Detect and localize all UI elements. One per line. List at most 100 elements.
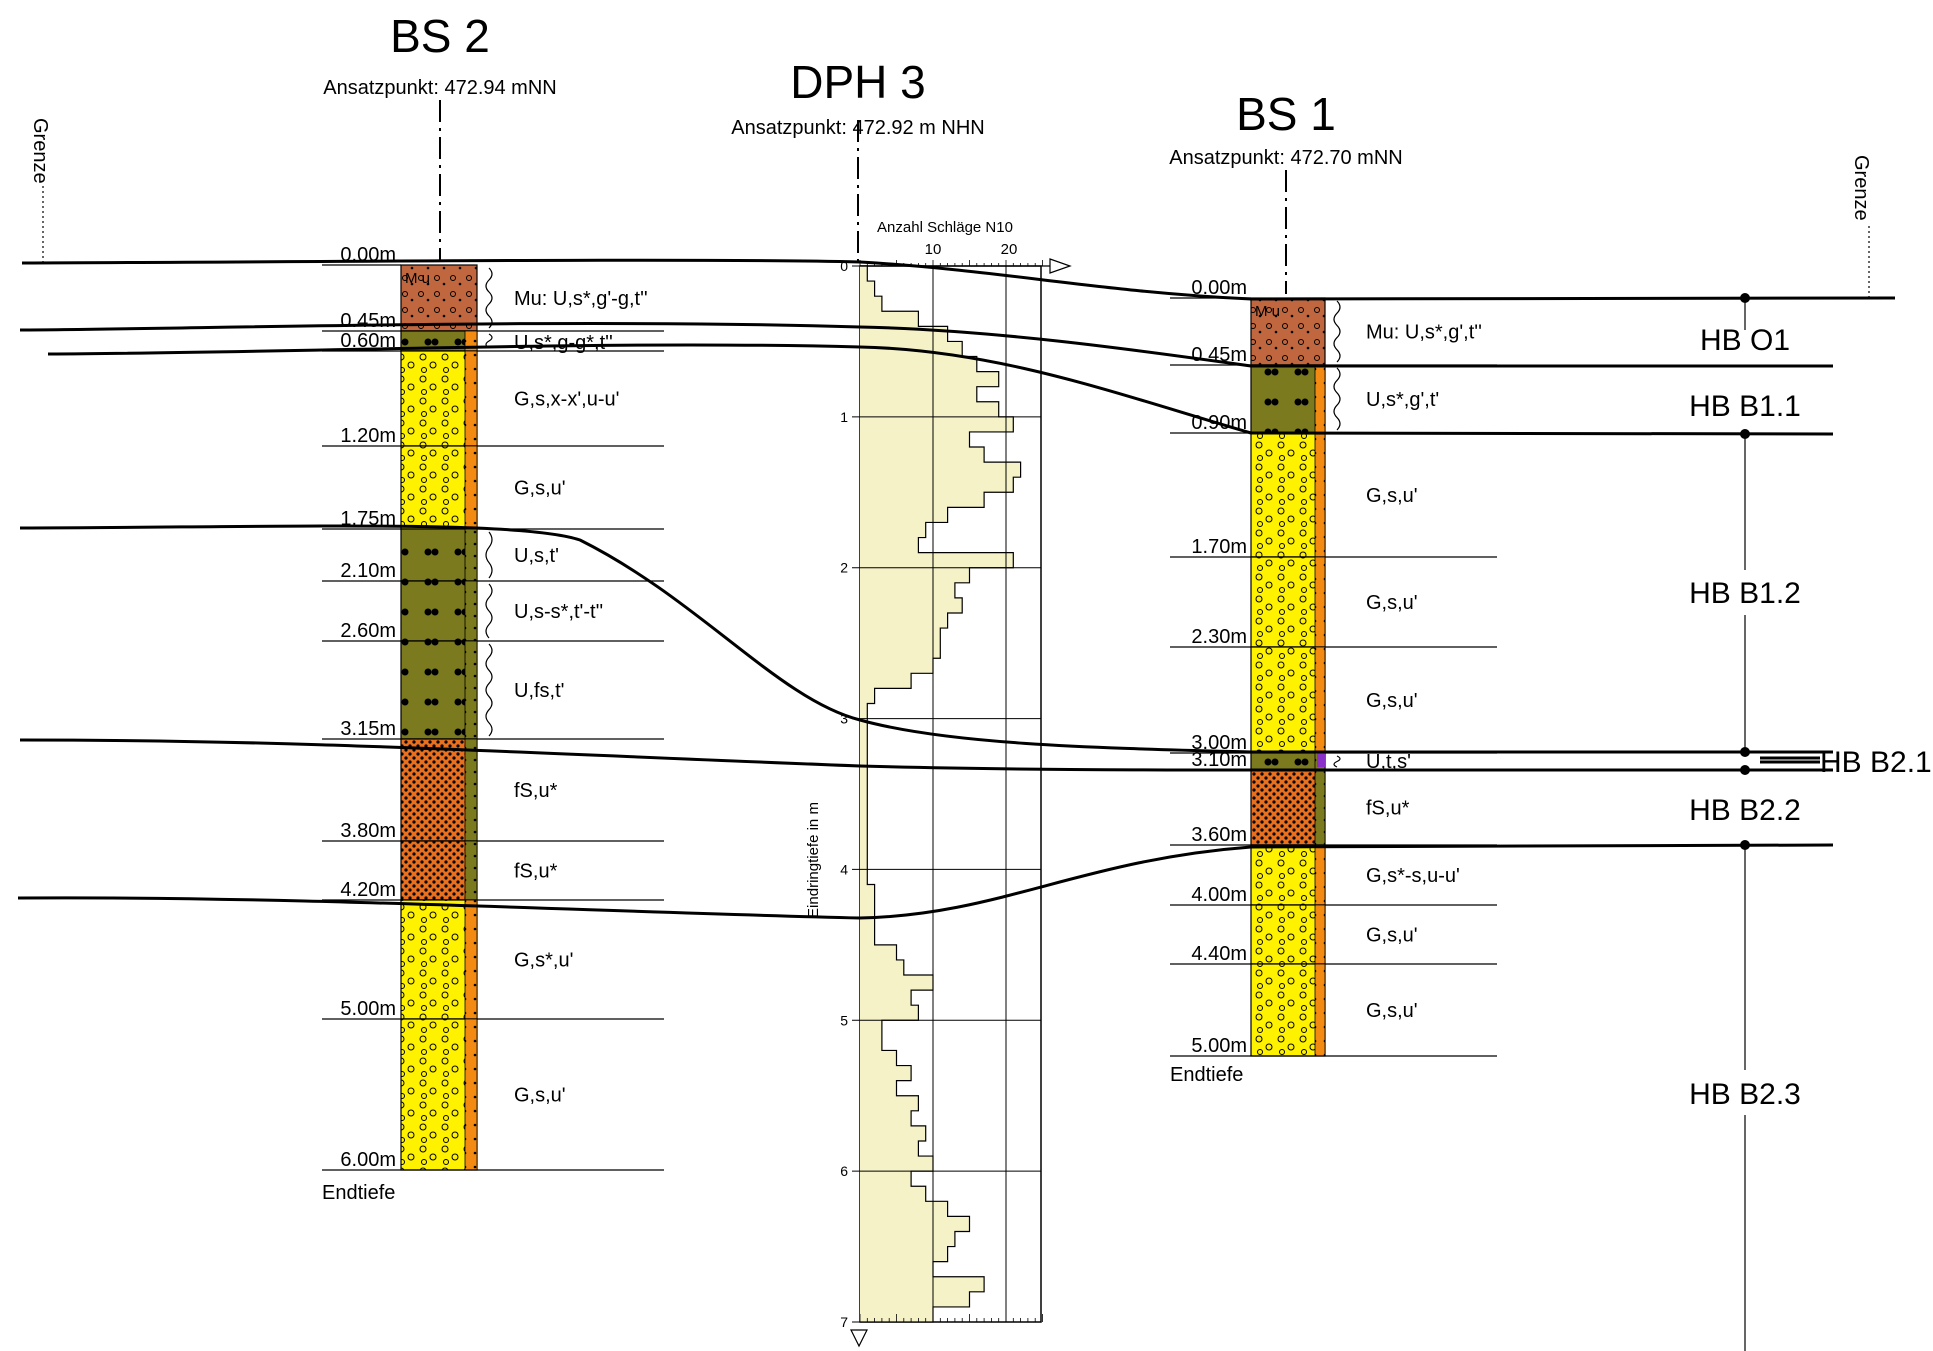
bs2-squiggle-6 — [485, 583, 493, 639]
bs2-layer-10 — [400, 899, 478, 1020]
bs2-layer-3-stripe — [464, 350, 478, 447]
probe-depth-tick-3: 3 — [840, 711, 848, 727]
probe-bar-10 — [860, 401, 999, 418]
bs1-layer-2 — [1250, 364, 1326, 434]
bs1-layer-desc-2: U,s*,g',t' — [1366, 389, 1439, 411]
bs2-layer-7 — [400, 640, 478, 740]
bs1-layer-desc-8: G,s*-s,u-u' — [1366, 865, 1460, 887]
probe-bottom-arrow — [850, 1329, 868, 1348]
probe-bar-24 — [860, 612, 948, 629]
bs1-endtiefe: Endtiefe — [1170, 1064, 1243, 1086]
bs1-layer-9-stripe — [1314, 904, 1326, 965]
probe-bar-8 — [860, 371, 999, 388]
boundary-left-label: Grenze — [29, 118, 51, 184]
probe-bar-40 — [860, 854, 868, 870]
correlation-line-6 — [17, 843, 1834, 920]
bs2-layer-desc-11: G,s,u' — [514, 1085, 566, 1107]
probe-bar-34 — [860, 763, 868, 780]
correlation-line-2 — [19, 321, 1833, 368]
probe-depth-tick-7: 7 — [840, 1314, 848, 1330]
probe-bar-38 — [860, 824, 868, 840]
probe-bar-65 — [860, 1231, 955, 1248]
probe-bar-2 — [860, 281, 875, 297]
horizon-node-1 — [1740, 293, 1750, 303]
bs1-layer-desc-5: G,s,u' — [1366, 690, 1418, 712]
probe-bar-35 — [860, 778, 868, 795]
probe-bar-50 — [860, 1005, 919, 1021]
probe-bar-66 — [860, 1246, 948, 1263]
probe-bar-31 — [860, 718, 868, 735]
probe-bar-18 — [860, 522, 926, 539]
bs1-layer-desc-7: fS,u* — [1366, 798, 1410, 820]
probe-bar-15 — [860, 477, 1014, 493]
bs1-top-depth-label: 0.00m — [1191, 277, 1247, 299]
bs1-squiggle-1 — [1333, 300, 1341, 363]
bs2-depth-label-5: 2.10m — [340, 560, 396, 582]
bs1-layer-6 — [1250, 752, 1326, 771]
horizon-label-hb-b2-1: HB B2.1 — [1820, 746, 1932, 779]
probe-bar-25 — [860, 628, 941, 644]
bs2-title: BS 2 — [390, 10, 490, 62]
bs1-depth-label-7: 3.60m — [1191, 824, 1247, 846]
bs1-layer-7-stripe — [1314, 769, 1326, 846]
horizon-node-4 — [1740, 765, 1750, 775]
bs1-layer-8 — [1250, 844, 1326, 906]
probe-bar-45 — [860, 929, 875, 946]
bs2-depth-label-9: 4.20m — [340, 879, 396, 901]
bs2-layer-desc-4: G,s,u' — [514, 478, 566, 500]
bs2-squiggle-1 — [485, 267, 493, 329]
probe-bar-56 — [860, 1095, 919, 1112]
bs1-layer-10-stripe — [1314, 963, 1326, 1057]
horizon-label-hb-b1-1: HB B1.1 — [1689, 390, 1801, 423]
probe-bar-21 — [860, 567, 970, 584]
bs1-ansatzpunkt: Ansatzpunkt: 472.70 mNN — [1169, 147, 1402, 169]
bs2-layer-desc-2: U,s*,g-g*,t'' — [514, 332, 613, 354]
probe-bar-19 — [860, 537, 919, 554]
bs1-title: BS 1 — [1236, 88, 1336, 140]
bs1-squiggle-2 — [1333, 367, 1341, 431]
bs1-depth-label-3: 1.70m — [1191, 536, 1247, 558]
bs1-layer-3-stripe — [1314, 432, 1326, 558]
bs1-layer-9 — [1250, 904, 1326, 965]
probe-bar-11 — [860, 416, 1014, 433]
bs2-layer-4 — [400, 445, 478, 530]
probe-bar-67 — [860, 1261, 933, 1278]
probe-bar-12 — [860, 431, 970, 448]
bs2-layer-3 — [400, 350, 478, 447]
bs1-depth-label-6: 3.10m — [1191, 749, 1247, 771]
bs2-squiggle-5 — [485, 531, 493, 579]
probe-bar-27 — [860, 658, 933, 674]
bs1-layer-desc-10: G,s,u' — [1366, 1000, 1418, 1022]
probe-bar-47 — [860, 959, 904, 976]
probe-bar-55 — [860, 1080, 897, 1097]
probe-bar-17 — [860, 507, 948, 523]
correlation-line-5 — [19, 738, 1833, 772]
probe-bar-68 — [860, 1276, 985, 1293]
boundary-right-label: Grenze — [1850, 155, 1872, 221]
horizon-node-2 — [1740, 429, 1750, 439]
bs2-layer-desc-3: G,s,x-x',u-u' — [514, 389, 619, 411]
bs1-layer-desc-4: G,s,u' — [1366, 592, 1418, 614]
probe-bar-58 — [860, 1125, 926, 1142]
bs2-mu-tag: M u — [405, 270, 430, 287]
probe-depth-tick-1: 1 — [840, 409, 848, 425]
probe-bar-46 — [860, 944, 897, 961]
bs2-layer-9-stripe — [464, 840, 478, 901]
probe-bar-37 — [860, 809, 868, 825]
probe-bar-69 — [860, 1291, 970, 1308]
bs2-layer-desc-1: Mu: U,s*,g'-g,t'' — [514, 288, 648, 310]
probe-depth-tick-0: 0 — [840, 258, 848, 274]
probe-bar-30 — [860, 703, 868, 720]
probe-depth-tick-4: 4 — [840, 861, 848, 877]
horizon-label-hb-o1: HB O1 — [1700, 324, 1790, 357]
correlation-line-1 — [21, 258, 1896, 301]
dph3-title: DPH 3 — [790, 56, 925, 108]
probe-bar-60 — [860, 1156, 933, 1172]
bs1-layer-5 — [1250, 646, 1326, 754]
probe-bar-23 — [860, 597, 963, 614]
probe-bar-59 — [860, 1140, 919, 1157]
probe-bar-13 — [860, 447, 985, 463]
probe-bar-14 — [860, 462, 1021, 478]
